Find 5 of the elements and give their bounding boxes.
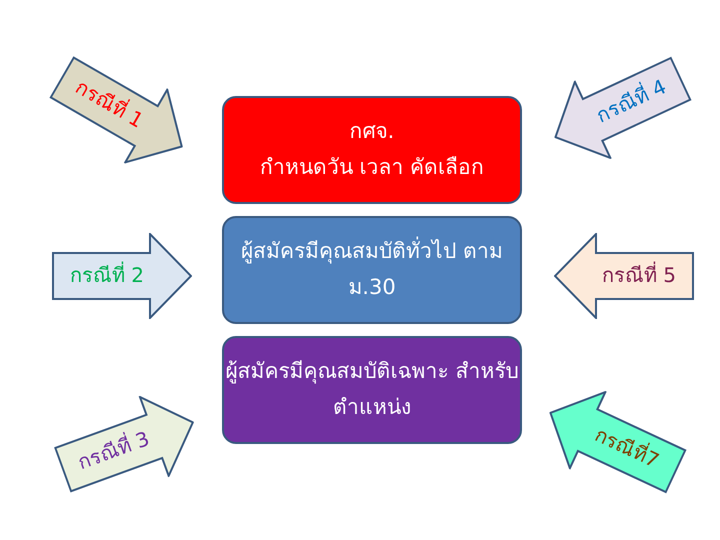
process-box: ผู้สมัครมีคุณสมบัติทั่วไป ตาม ม.30: [222, 216, 522, 324]
block-arrow: กรณีที่ 5: [554, 233, 694, 319]
block-arrow: กรณีที่ 2: [52, 233, 192, 319]
process-box: กศจ. กำหนดวัน เวลา คัดเลือก: [222, 96, 522, 204]
process-box: ผู้สมัครมีคุณสมบัติเฉพาะ สำหรับตำแหน่ง: [222, 336, 522, 444]
